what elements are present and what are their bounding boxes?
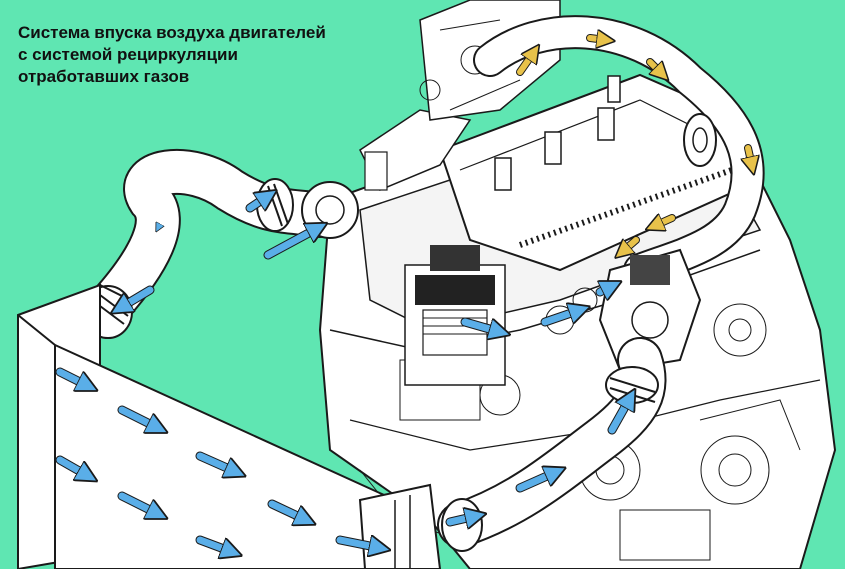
egr-valve	[598, 248, 702, 372]
piston-cutaway	[404, 245, 506, 386]
air-flow-arrow	[596, 286, 612, 292]
exhaust-flow-arrow	[622, 237, 639, 252]
exhaust-flow-arrow	[654, 218, 675, 226]
air-flow-arrow	[56, 368, 88, 386]
air-flow-arrow	[608, 398, 630, 434]
egr-pipe	[473, 15, 765, 287]
air-flow-arrow	[461, 322, 500, 332]
air-flow-arrow	[336, 540, 380, 548]
air-flow-arrow	[246, 196, 268, 208]
exhaust-gas-flow-arrows	[516, 38, 752, 252]
diagram-title: Система впуска воздуха двигателей с сист…	[18, 23, 326, 86]
exhaust-flow-arrow	[587, 38, 606, 40]
air-flow-arrow	[56, 456, 88, 476]
exhaust-flow-arrow	[748, 145, 752, 166]
exhaust-flow-arrow	[517, 52, 534, 75]
fresh-air-flow-arrows	[55, 196, 630, 552]
air-flow-arrow	[264, 228, 318, 259]
air-flow-arrow	[446, 516, 476, 522]
air-flow-arrow	[118, 492, 158, 514]
exhaust-flow-arrow	[647, 59, 662, 74]
air-flow-arrow	[196, 536, 232, 552]
air-flow-arrow	[120, 286, 154, 308]
air-flow-arrow	[118, 406, 158, 428]
air-flow-arrow	[541, 310, 580, 326]
intake-air-hose	[83, 148, 359, 339]
air-flow-arrow	[268, 500, 306, 520]
air-flow-arrow	[196, 452, 236, 472]
air-flow-arrow	[158, 203, 172, 228]
air-flow-arrow	[516, 472, 556, 492]
